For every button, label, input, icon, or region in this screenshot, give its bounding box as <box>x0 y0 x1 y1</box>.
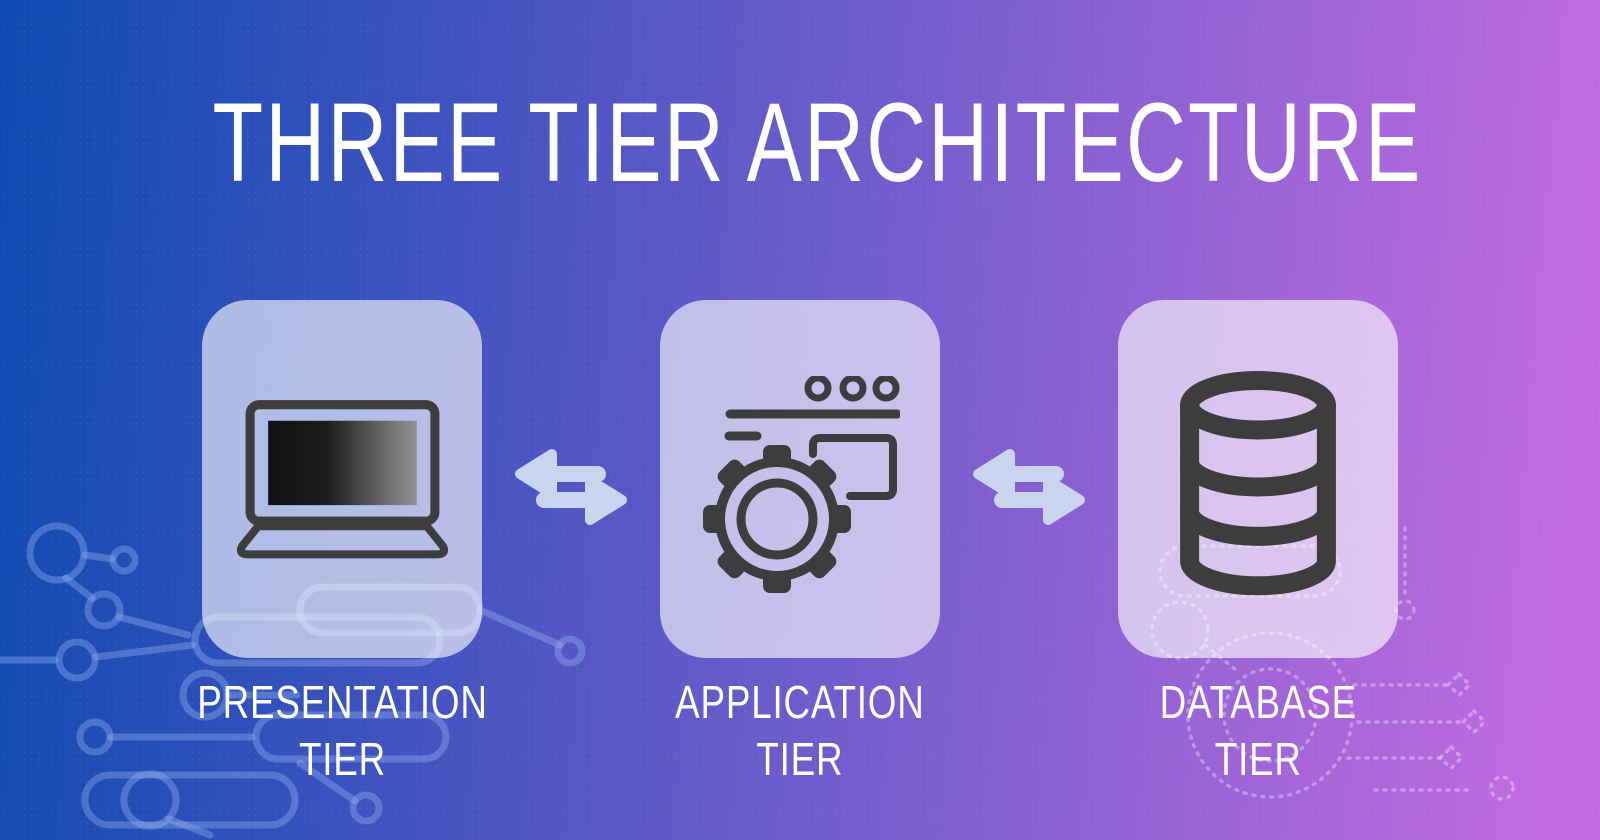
tier-card-database <box>1118 300 1398 658</box>
connector-application-database <box>940 300 1118 658</box>
tier-label-line2: TIER <box>298 733 386 785</box>
database-icon <box>1180 371 1336 596</box>
laptop-base <box>236 521 448 558</box>
bidirectional-arrows-icon <box>973 449 1085 525</box>
tier-label-database: DATABASE TIER <box>1159 674 1356 788</box>
laptop-screen-frame <box>245 399 439 526</box>
tier-card-presentation <box>202 300 482 658</box>
database-body <box>1180 395 1336 596</box>
tier-label-line1: DATABASE <box>1159 676 1357 728</box>
tier-label-line1: APPLICATION <box>675 676 925 728</box>
tier-presentation: PRESENTATION TIER <box>197 300 486 788</box>
title-wrap: THREE TIER ARCHITECTURE <box>0 84 1600 202</box>
tier-label-application: APPLICATION TIER <box>675 674 924 788</box>
tier-label-line1: PRESENTATION <box>196 676 488 728</box>
bidirectional-arrows-icon <box>515 449 627 525</box>
tier-label-presentation: PRESENTATION TIER <box>197 674 487 788</box>
connector-presentation-application <box>482 300 660 658</box>
tier-label-line2: TIER <box>1214 733 1302 785</box>
tier-row: PRESENTATION TIER <box>0 300 1600 788</box>
browser-dots <box>804 375 900 401</box>
database-band <box>1180 452 1336 497</box>
tier-database: DATABASE TIER <box>1118 300 1398 788</box>
tier-label-line2: TIER <box>756 733 844 785</box>
database-top-ellipse <box>1180 371 1336 440</box>
page-title: THREE TIER ARCHITECTURE <box>212 80 1423 205</box>
browser-window-outline <box>809 433 897 500</box>
laptop-icon <box>236 399 448 558</box>
gear <box>703 444 851 593</box>
tier-application: APPLICATION TIER <box>660 300 940 788</box>
laptop-screen <box>267 420 417 505</box>
gear-browser-icon <box>703 375 900 593</box>
gear-center-circle <box>736 478 818 559</box>
database-band <box>1180 502 1336 546</box>
tier-card-application <box>660 300 940 658</box>
